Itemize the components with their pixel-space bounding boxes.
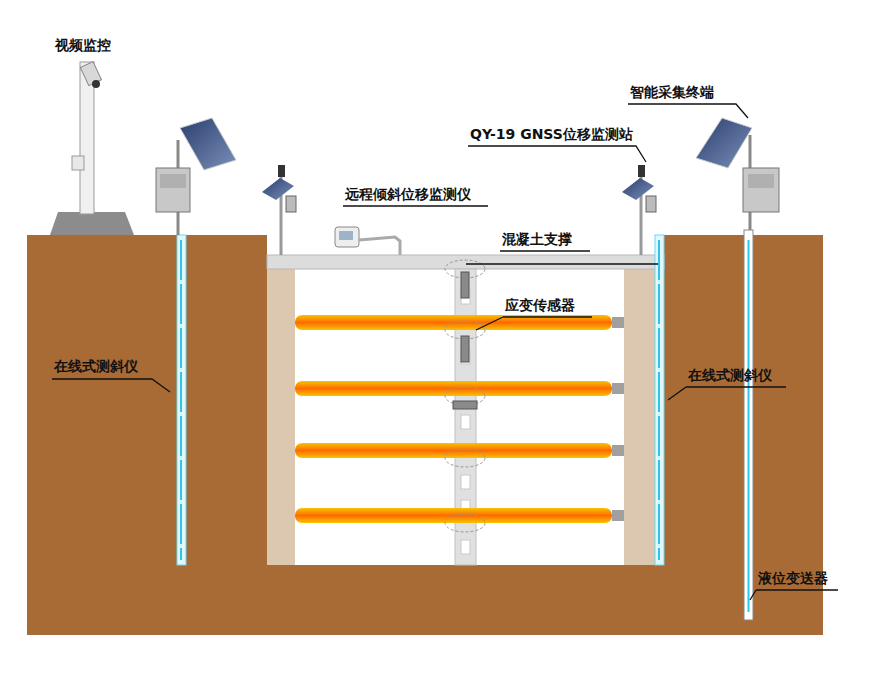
callout-label: 视频监控: [55, 36, 111, 54]
struts: [295, 315, 624, 523]
leader-lines: [52, 104, 838, 600]
callout-label: 混凝土支撑: [502, 230, 572, 248]
callout-label: 智能采集终端: [630, 83, 714, 101]
camera-pole: [80, 62, 94, 214]
callout-label: 液位变送器: [758, 569, 828, 587]
callout-label: 远程倾斜位移监测仪: [345, 185, 471, 203]
acquisition-terminal: [696, 118, 779, 230]
inclinometer-probe: [180, 240, 182, 560]
retaining-wall: [624, 255, 656, 565]
strain-sensors: [445, 260, 485, 532]
concrete-support: [267, 255, 664, 269]
camera-base: [50, 212, 134, 235]
gnss-station: [262, 165, 296, 255]
acquisition-terminal: [156, 118, 236, 235]
gnss-station: [622, 165, 656, 255]
level-transmitter: [748, 240, 750, 612]
callout-label: 在线式测斜仪: [54, 357, 138, 375]
soil: [27, 235, 823, 635]
inclinometer-tube: [655, 235, 664, 565]
tilt-monitor: [335, 227, 400, 255]
retaining-wall: [267, 255, 295, 565]
strain-sensor: [453, 272, 477, 409]
pit: [267, 235, 664, 565]
inclinometer-tube: [177, 235, 186, 565]
inclinometer-probe: [658, 240, 660, 560]
level-pipe: [744, 230, 753, 620]
callout-label: QY-19 GNSS位移监测站: [470, 125, 633, 143]
callout-label: 应变传感器: [505, 296, 575, 314]
callout-label: 在线式测斜仪: [688, 366, 772, 384]
